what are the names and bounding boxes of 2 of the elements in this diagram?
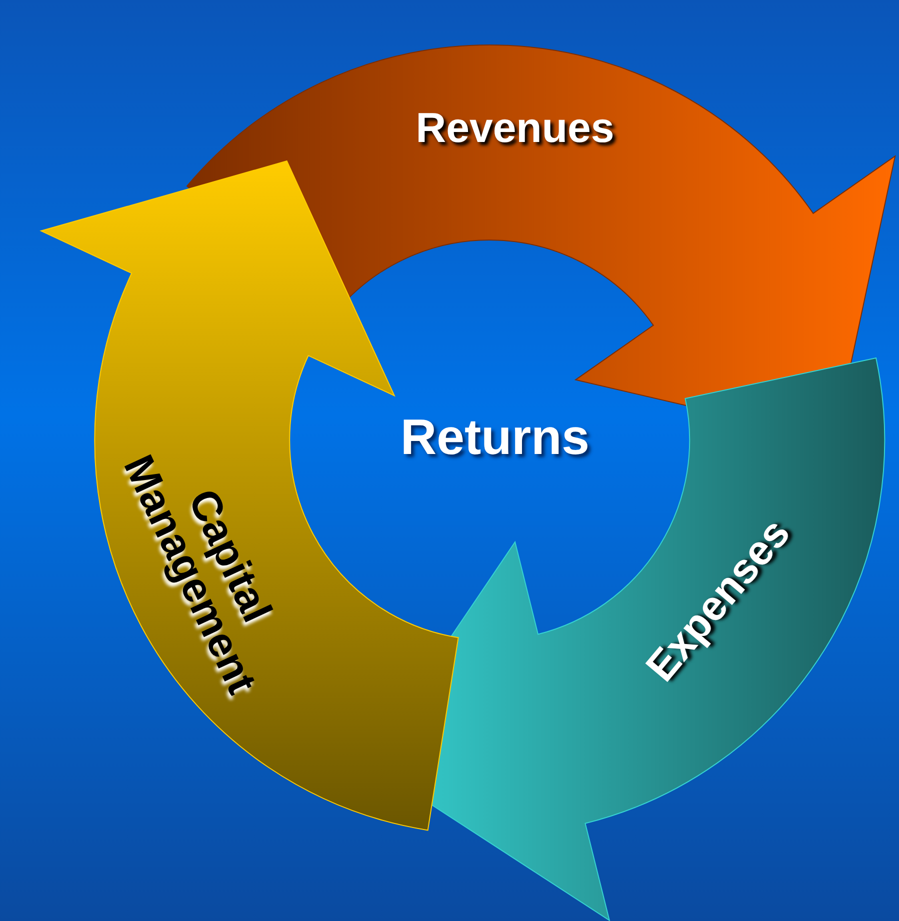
arrow-label: Revenues <box>414 106 616 150</box>
center-label: Returns <box>400 408 590 466</box>
